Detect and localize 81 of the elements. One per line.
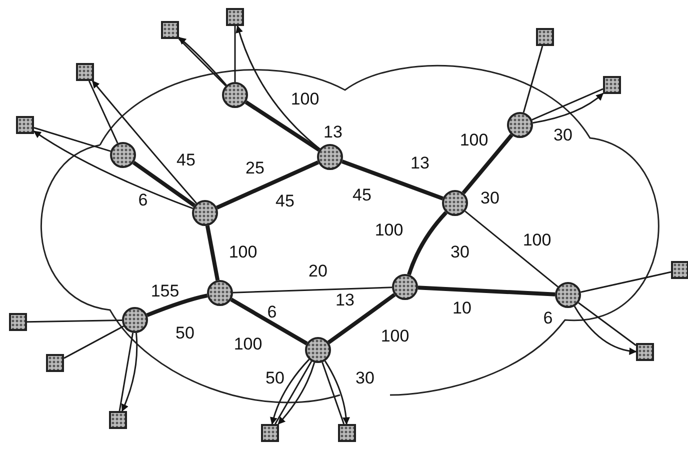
- host-square: [161, 21, 179, 39]
- flow-arrow: [324, 360, 350, 425]
- link-line: [230, 298, 308, 346]
- traffic-value: 100: [380, 328, 410, 344]
- traffic-value: 100: [290, 90, 320, 108]
- flow-arrow: [121, 332, 138, 412]
- traffic-value: 30: [450, 244, 470, 260]
- router-circle: [110, 142, 136, 168]
- link-line: [232, 286, 392, 294]
- router-circle: [305, 337, 331, 363]
- traffic-value: 20: [308, 262, 328, 280]
- traffic-value: 30: [554, 126, 572, 144]
- traffic-value: 13: [324, 124, 342, 140]
- link-line: [132, 160, 196, 208]
- link-line: [216, 160, 319, 210]
- traffic-value: 13: [410, 154, 430, 172]
- link-line: [418, 286, 556, 296]
- router-circle: [555, 282, 581, 308]
- traffic-value: 30: [356, 370, 374, 386]
- traffic-value: 13: [336, 292, 354, 308]
- link-line: [146, 294, 208, 318]
- traffic-value: 6: [543, 310, 553, 326]
- router-circle: [392, 274, 418, 300]
- router-circle: [192, 200, 218, 226]
- link-line: [205, 225, 220, 281]
- router-circle: [442, 190, 468, 216]
- host-square: [603, 76, 621, 94]
- link-line: [322, 362, 345, 424]
- host-square: [671, 261, 688, 279]
- link-line: [34, 127, 111, 152]
- link-line: [580, 271, 672, 293]
- host-square: [226, 8, 244, 26]
- host-square: [46, 354, 64, 372]
- link-line: [578, 302, 636, 346]
- link-line: [327, 293, 396, 344]
- link-line: [522, 46, 544, 113]
- traffic-value: 6: [267, 304, 277, 320]
- host-square: [261, 424, 279, 442]
- link-line: [234, 26, 236, 82]
- flow-arrow: [532, 92, 604, 124]
- traffic-value: 45: [352, 186, 372, 204]
- traffic-value: 100: [522, 232, 552, 248]
- traffic-value: 100: [234, 336, 262, 352]
- flow-arrow: [236, 25, 320, 150]
- router-circle: [507, 112, 533, 138]
- traffic-value: 100: [374, 222, 404, 238]
- traffic-value: 10: [452, 300, 472, 316]
- router-circle: [122, 307, 148, 333]
- host-square: [9, 313, 27, 331]
- traffic-value: 155: [150, 282, 180, 300]
- link-line: [88, 80, 118, 144]
- traffic-value: 50: [266, 370, 284, 386]
- link-line: [407, 211, 448, 276]
- host-square: [109, 411, 127, 429]
- traffic-value: 6: [138, 192, 148, 208]
- traffic-value: 50: [176, 324, 194, 342]
- link-line: [462, 134, 514, 194]
- host-square: [536, 28, 554, 46]
- link-line: [244, 100, 320, 152]
- link-line: [532, 88, 604, 120]
- flow-arrow: [92, 80, 198, 204]
- host-square: [338, 424, 356, 442]
- traffic-value: 100: [228, 244, 258, 260]
- link-line: [342, 160, 444, 200]
- traffic-value: 25: [246, 160, 264, 176]
- router-circle: [317, 144, 343, 170]
- host-square: [16, 116, 34, 134]
- host-square: [636, 343, 654, 361]
- link-line: [464, 210, 558, 288]
- traffic-value: 100: [460, 132, 488, 148]
- traffic-value: 45: [276, 192, 294, 210]
- router-circle: [207, 280, 233, 306]
- link-line: [118, 332, 134, 412]
- flow-arrow: [33, 130, 194, 210]
- link-line: [64, 326, 124, 359]
- flow-arrow: [574, 306, 637, 355]
- traffic-value: 45: [176, 152, 196, 168]
- link-line: [26, 319, 122, 323]
- host-square: [76, 63, 94, 81]
- router-circle: [222, 82, 248, 108]
- traffic-value: 30: [480, 190, 500, 206]
